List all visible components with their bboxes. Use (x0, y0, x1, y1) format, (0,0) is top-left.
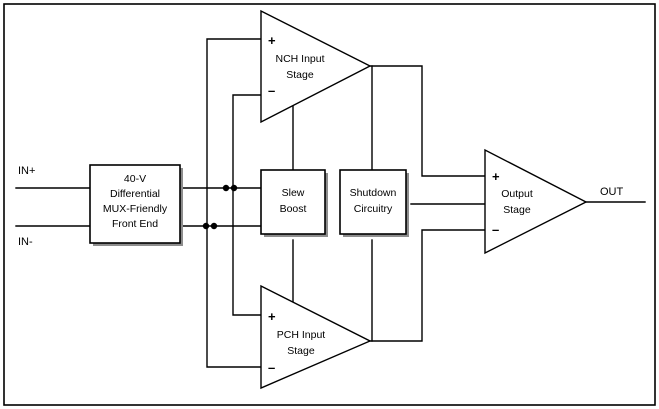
diagram-border (3, 3, 656, 406)
output-plus-sign: + (492, 169, 500, 184)
pch-minus-sign: – (268, 360, 275, 375)
port-label-in-negative: IN- (18, 236, 33, 248)
port-label-in-positive: IN+ (18, 165, 35, 177)
nch-label-line-1: NCH Input (275, 53, 324, 65)
nch-input-stage[interactable]: + – NCH Input Stage (260, 9, 372, 124)
slew-boost-block[interactable]: Slew Boost (260, 169, 328, 237)
nch-minus-sign: – (268, 83, 275, 98)
junction-dots (202, 184, 238, 230)
shutdown-block-body (339, 169, 407, 235)
junction-dot-top-left (222, 184, 230, 192)
pch-label-line-1: PCH Input (277, 329, 326, 341)
output-stage-triangle (484, 148, 588, 255)
front-end-line-4: Front End (112, 218, 158, 230)
slew-boost-block-body (260, 169, 326, 235)
front-end-line-3: MUX-Friendly (103, 203, 168, 215)
shutdown-line-1: Shutdown (350, 187, 397, 199)
front-end-block[interactable]: 40-V Differential MUX-Friendly Front End (89, 164, 183, 246)
front-end-line-2: Differential (110, 188, 160, 200)
port-label-out: OUT (600, 186, 624, 198)
wire-tap-b-down-to-pch-plus (232, 187, 262, 316)
nch-label-line-2: Stage (286, 69, 314, 81)
wire-nch-to-output-plus (369, 65, 486, 177)
pch-input-stage-triangle (260, 284, 372, 390)
pch-input-stage[interactable]: + – PCH Input Stage (260, 284, 372, 390)
front-end-line-1: 40-V (124, 173, 146, 185)
wire-tap-b-up-to-nch-minus (232, 94, 262, 189)
output-stage[interactable]: + – Output Stage (484, 148, 588, 255)
wire-tap-a-up-to-nch-plus (206, 38, 262, 227)
nch-plus-sign: + (268, 33, 276, 48)
slew-boost-line-1: Slew (282, 187, 305, 199)
output-label-line-1: Output (501, 188, 533, 200)
junction-dot-bottom-left (202, 222, 210, 230)
junction-dot-top-right (230, 184, 238, 192)
output-label-line-2: Stage (503, 204, 531, 216)
pch-label-line-2: Stage (287, 345, 315, 357)
pch-plus-sign: + (268, 309, 276, 324)
shutdown-line-2: Circuitry (354, 203, 393, 215)
junction-dot-bottom-right (210, 222, 218, 230)
slew-boost-line-2: Boost (280, 203, 307, 215)
wire-pch-to-output-minus (369, 229, 486, 342)
nch-input-stage-triangle (260, 9, 372, 124)
shutdown-block[interactable]: Shutdown Circuitry (339, 169, 409, 237)
front-end-block-body (89, 164, 181, 244)
output-minus-sign: – (492, 222, 499, 237)
wire-tap-a-down-to-pch-minus (206, 225, 262, 368)
